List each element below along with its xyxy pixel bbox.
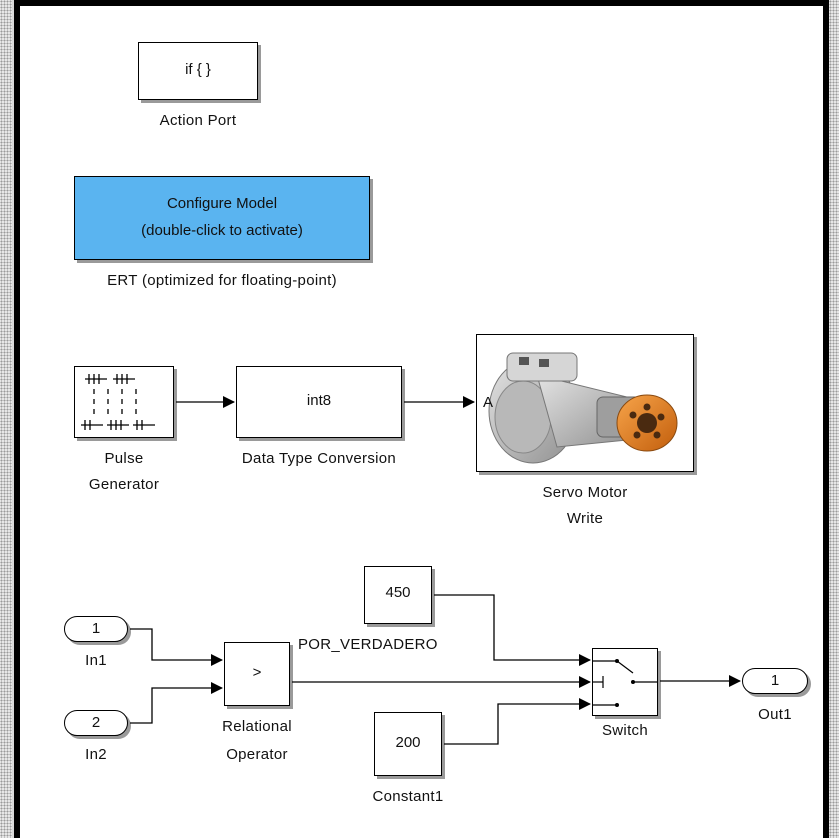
out1-port[interactable]: 1 bbox=[742, 668, 808, 694]
in2-port[interactable]: 2 bbox=[64, 710, 128, 736]
configure-model-line1: Configure Model bbox=[166, 195, 278, 212]
out1-label: Out1 bbox=[758, 706, 792, 723]
pulse-train-icon bbox=[81, 374, 155, 430]
data-type-conversion-block[interactable]: int8 bbox=[236, 366, 402, 438]
relational-operator-label-line1: Relational bbox=[222, 718, 292, 735]
servo-motor-label-line1: Servo Motor bbox=[542, 484, 628, 501]
switch-icon bbox=[593, 659, 657, 707]
action-port-label: Action Port bbox=[159, 112, 237, 129]
in1-port[interactable]: 1 bbox=[64, 616, 128, 642]
action-port-text: if { } bbox=[185, 61, 211, 78]
constant1-text: 200 bbox=[395, 734, 421, 751]
in2-label: In2 bbox=[85, 746, 107, 763]
switch-label: Switch bbox=[602, 722, 648, 739]
configure-model-block[interactable]: Configure Model (double-click to activat… bbox=[74, 176, 370, 260]
constant1-label: Constant1 bbox=[372, 788, 444, 805]
configure-model-label: ERT (optimized for floating-point) bbox=[107, 272, 337, 289]
right-window-border bbox=[829, 0, 839, 838]
pulse-generator-label-line2: Generator bbox=[88, 476, 160, 493]
relational-operator-label-line2: Operator bbox=[226, 746, 288, 763]
constant1-block[interactable]: 200 bbox=[374, 712, 442, 776]
switch-block[interactable] bbox=[592, 648, 658, 716]
servo-motor-port-a: A bbox=[483, 394, 494, 411]
action-port-block[interactable]: if { } bbox=[138, 42, 258, 100]
constant-450-text: 450 bbox=[385, 584, 411, 601]
constant-450-block[interactable]: 450 bbox=[364, 566, 432, 624]
in1-label: In1 bbox=[85, 652, 107, 669]
configure-model-line2: (double-click to activate) bbox=[141, 222, 303, 239]
relational-operator-symbol: > bbox=[252, 664, 262, 681]
servo-motor-write-block[interactable]: A bbox=[476, 334, 694, 472]
data-type-conversion-label: Data Type Conversion bbox=[241, 450, 397, 467]
servo-motor-label-line2: Write bbox=[566, 510, 604, 527]
left-window-border bbox=[0, 0, 12, 838]
data-type-conversion-text: int8 bbox=[306, 392, 332, 409]
pulse-generator-label-line1: Pulse bbox=[104, 450, 144, 467]
relational-operator-block[interactable]: > bbox=[224, 642, 290, 706]
constant-450-label: POR_VERDADERO bbox=[298, 636, 438, 653]
pulse-generator-block[interactable] bbox=[74, 366, 174, 438]
servo-motor-icon bbox=[488, 352, 678, 464]
